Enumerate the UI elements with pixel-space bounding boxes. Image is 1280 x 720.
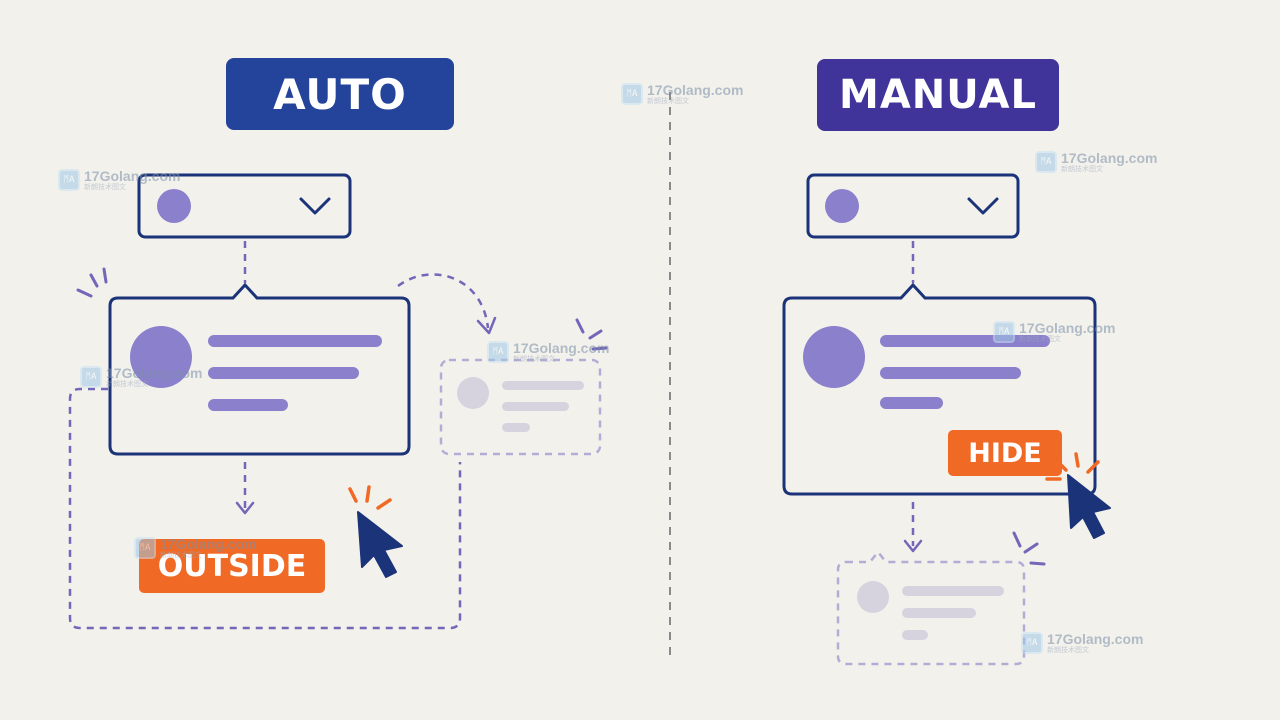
auto-closed-popover xyxy=(439,358,602,456)
click-burst-icon xyxy=(348,485,392,510)
manual-panel xyxy=(782,173,1111,666)
auto-closed-avatar xyxy=(457,377,489,409)
auto-popover-burst-icon xyxy=(76,267,108,298)
manual-popover-avatar xyxy=(803,326,865,388)
cursor-icon xyxy=(357,511,403,578)
manual-closed-avatar xyxy=(857,581,889,613)
auto-closed-burst-icon xyxy=(575,318,608,351)
auto-closed-line-3 xyxy=(502,423,530,432)
manual-title: MANUAL xyxy=(817,59,1059,131)
auto-closed-line-1 xyxy=(502,381,584,390)
chevron-down-icon xyxy=(299,197,331,215)
outside-button[interactable]: OUTSIDE xyxy=(139,539,325,593)
manual-closed-burst-icon xyxy=(1012,531,1046,566)
auto-trigger-avatar xyxy=(157,189,191,223)
auto-text-line-2 xyxy=(208,367,359,379)
auto-title: AUTO xyxy=(226,58,454,130)
manual-down-arrowhead xyxy=(903,539,923,553)
auto-curved-arrowhead xyxy=(476,316,497,335)
auto-curved-arrow xyxy=(397,273,490,329)
manual-closed-line-1 xyxy=(902,586,1004,596)
auto-down-arrowhead xyxy=(235,501,255,515)
auto-text-line-1 xyxy=(208,335,382,347)
auto-dropdown-trigger xyxy=(137,173,352,239)
manual-text-line-1 xyxy=(880,335,1050,347)
manual-dropdown-trigger xyxy=(806,173,1020,239)
auto-popover-avatar xyxy=(130,326,192,388)
chevron-down-icon xyxy=(967,197,999,215)
manual-closed-line-3 xyxy=(902,630,928,640)
manual-closed-line-2 xyxy=(902,608,976,618)
cursor-icon xyxy=(1067,474,1111,539)
hide-button[interactable]: HIDE xyxy=(948,430,1062,476)
manual-trigger-avatar xyxy=(825,189,859,223)
manual-text-line-3 xyxy=(880,397,943,409)
manual-text-line-2 xyxy=(880,367,1021,379)
auto-panel xyxy=(68,173,608,630)
manual-closed-popover xyxy=(836,549,1026,666)
auto-closed-line-2 xyxy=(502,402,569,411)
auto-text-line-3 xyxy=(208,399,288,411)
